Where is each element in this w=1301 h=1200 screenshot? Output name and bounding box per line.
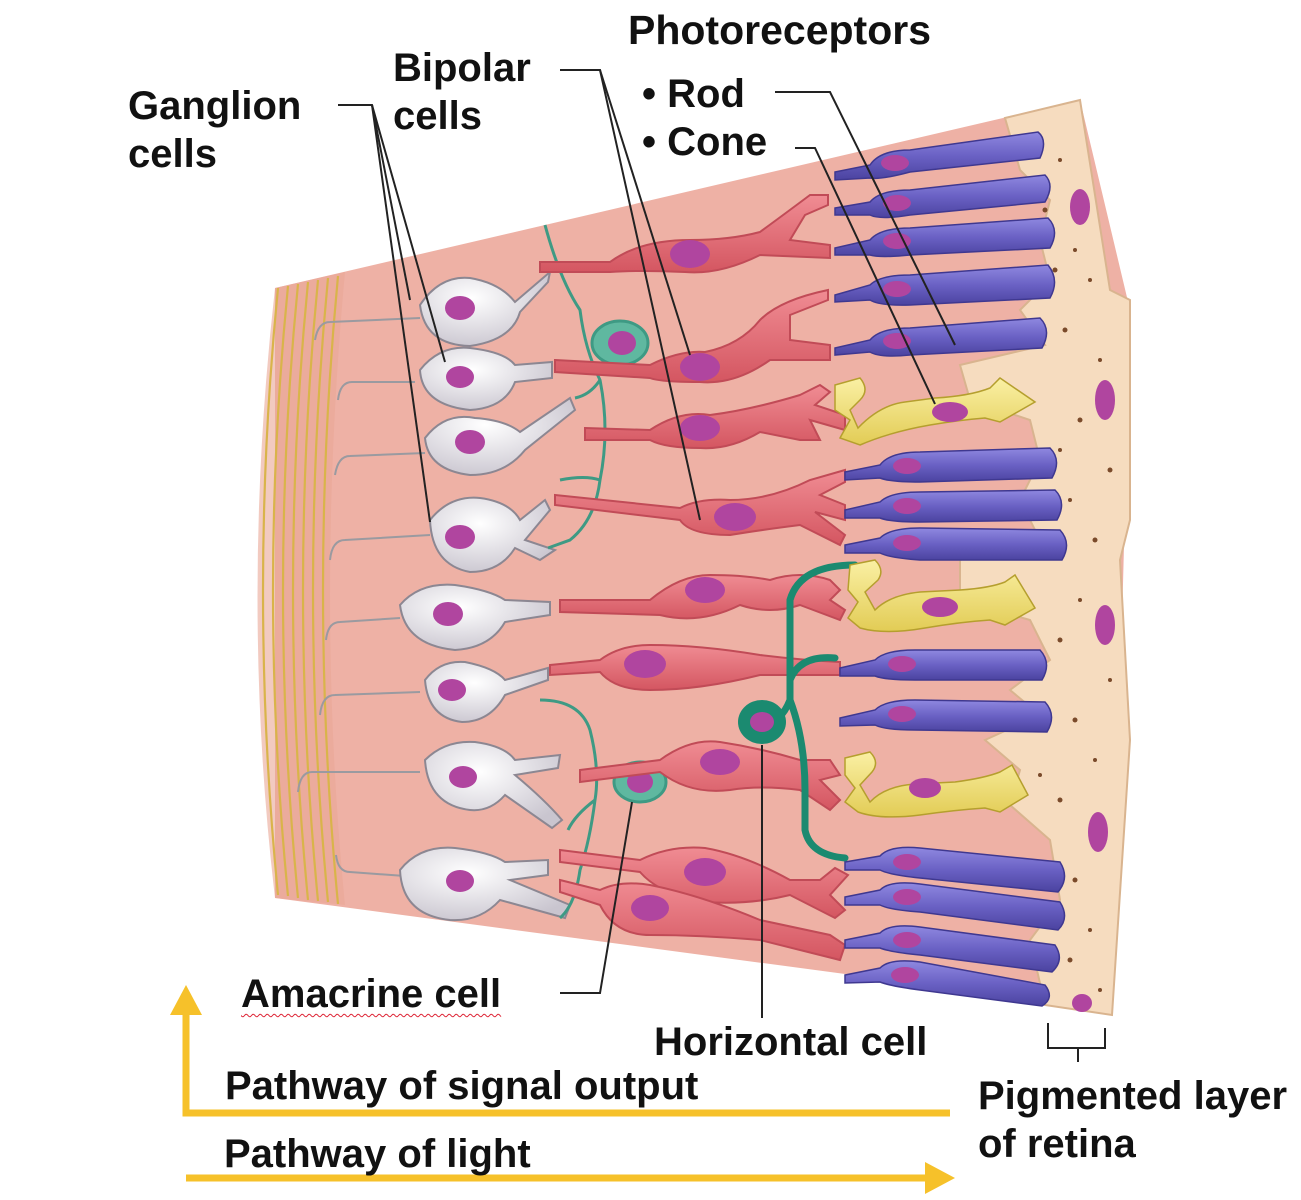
- bipolar-cells-label: Bipolar cells: [393, 46, 531, 138]
- optic-nerve-fibers: [261, 275, 340, 905]
- bipolar-nuclei: [624, 240, 756, 921]
- arrow-right-icon: [925, 1162, 955, 1194]
- ganglion-cells: [398, 269, 577, 922]
- ganglion-cells-label: Ganglion cells: [128, 84, 302, 176]
- label-leader-lines: [338, 69, 1106, 1062]
- pigment-cell-nuclei: [1070, 189, 1115, 1012]
- rod-label: • Rod: [642, 72, 745, 116]
- pathway-arrows: [170, 985, 955, 1194]
- ganglion-nuclei: [433, 296, 485, 892]
- amacrine-cell-label: Amacrine cell: [241, 972, 502, 1016]
- photoreceptors-title: Photoreceptors: [628, 7, 931, 53]
- cone-nuclei: [909, 402, 968, 798]
- horizontal-cell-label: Horizontal cell: [654, 1020, 928, 1064]
- rod-nuclei: [881, 155, 921, 983]
- ganglion-axons: [297, 317, 431, 877]
- pigmented-layer-label: Pigmented layer of retina: [978, 1074, 1288, 1166]
- cone-label: • Cone: [642, 120, 768, 164]
- pathway-light-label: Pathway of light: [224, 1132, 531, 1176]
- arrow-up-icon: [170, 985, 202, 1015]
- pathway-output-label: Pathway of signal output: [225, 1064, 699, 1108]
